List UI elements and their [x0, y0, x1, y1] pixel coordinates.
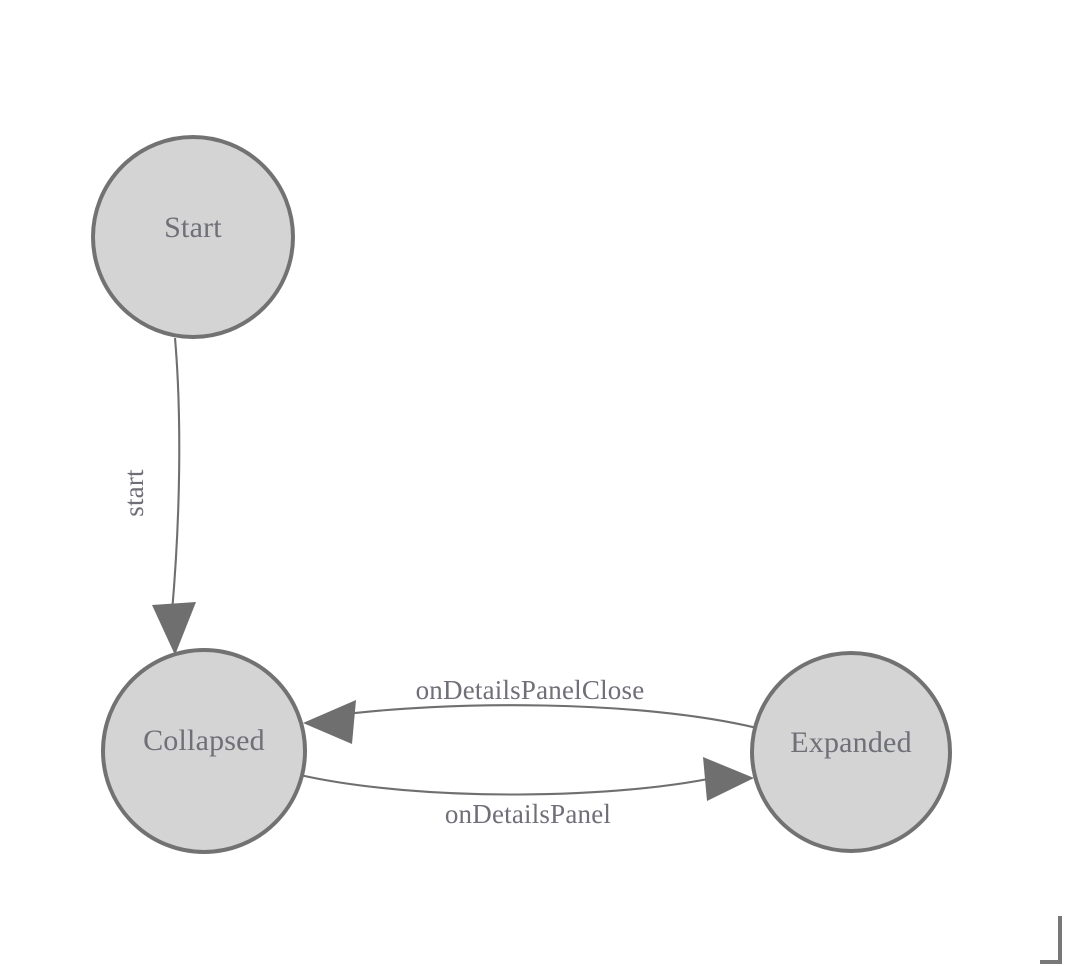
edge-expanded-collapsed[interactable]: onDetailsPanelClose: [303, 675, 758, 744]
edge-start-collapsed-line: [170, 337, 181, 613]
edge-collapsed-expanded-line: [299, 773, 728, 796]
edge-start-collapsed-arrowhead-icon: [152, 602, 196, 655]
corner-bracket-horizontal-line: [1040, 960, 1062, 964]
edge-expanded-collapsed-line: [329, 704, 758, 730]
edge-label-on-details-panel-close: onDetailsPanelClose: [416, 675, 645, 705]
state-node-collapsed[interactable]: Collapsed: [101, 648, 307, 854]
state-node-start[interactable]: Start: [91, 135, 295, 339]
edge-label-on-details-panel: onDetailsPanel: [445, 799, 611, 829]
state-node-start-circle: [91, 135, 295, 339]
state-node-start-label: Start: [164, 211, 222, 244]
edge-collapsed-expanded-arrowhead-icon: [703, 757, 754, 801]
state-node-collapsed-label: Collapsed: [143, 724, 265, 757]
state-node-expanded-circle: [750, 651, 952, 853]
edge-collapsed-expanded[interactable]: onDetailsPanel: [299, 757, 754, 829]
state-node-collapsed-circle: [101, 648, 307, 854]
state-node-expanded-label: Expanded: [790, 726, 912, 759]
edge-start-collapsed[interactable]: start: [119, 337, 196, 655]
bottom-right-corner-bracket: [1040, 916, 1062, 964]
edge-expanded-collapsed-arrowhead-icon: [303, 700, 356, 744]
edge-label-start: start: [119, 469, 149, 517]
state-node-expanded[interactable]: Expanded: [750, 651, 952, 853]
corner-bracket-vertical-line: [1058, 916, 1062, 964]
